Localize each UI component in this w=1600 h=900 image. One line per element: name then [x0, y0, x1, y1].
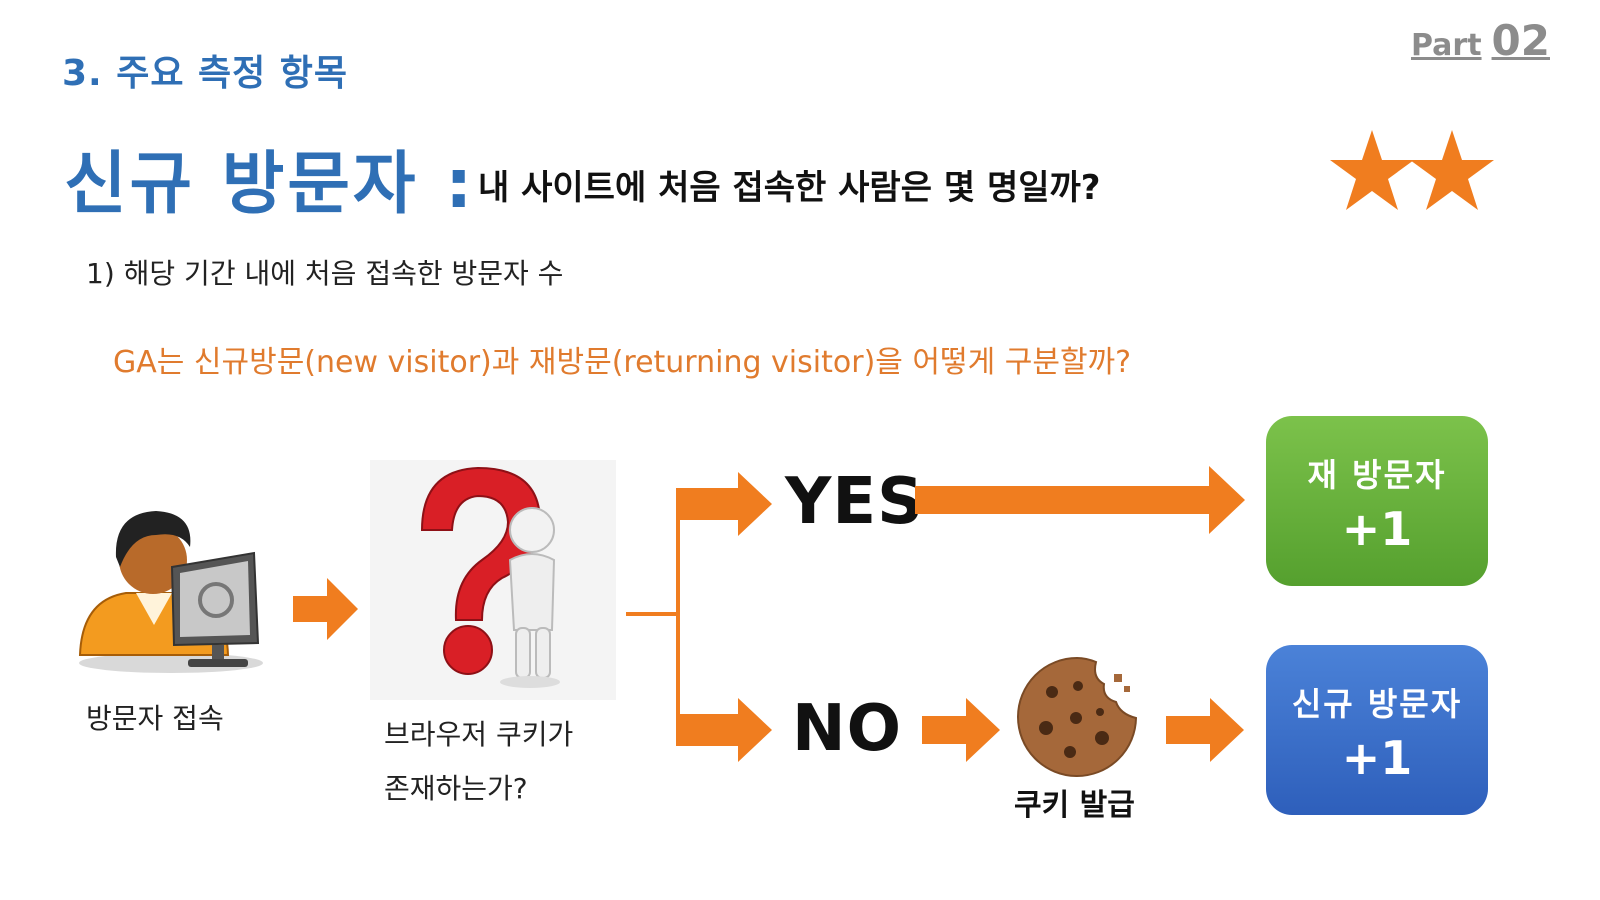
rating-stars: [1330, 130, 1494, 210]
section-label: 3. 주요 측정 항목: [62, 53, 349, 94]
cookie-question-caption: 브라우저 쿠키가 존재하는가?: [384, 708, 573, 816]
no-label: NO: [792, 692, 902, 766]
new-visitor-box: 신규 방문자 +1: [1266, 645, 1488, 815]
question-mark-figure-icon: [370, 460, 616, 700]
main-title: 신규 방문자 :: [64, 145, 476, 224]
star-icon: [1410, 130, 1494, 210]
star-icon: [1330, 130, 1414, 210]
main-subtitle: 내 사이트에 처음 접속한 사람은 몇 명일까?: [478, 168, 1101, 208]
new-visitor-count: +1: [1341, 731, 1413, 785]
arrow-yes-icon: [676, 472, 772, 536]
yes-label: YES: [785, 465, 925, 539]
question-text: GA는 신규방문(new visitor)과 재방문(returning vis…: [113, 345, 1132, 380]
arrow-no-icon: [676, 698, 772, 762]
arrow-right-icon: [922, 698, 1000, 762]
branch-connector: [626, 472, 772, 762]
arrow-right-icon: [1166, 698, 1244, 762]
cookie-question-line1: 브라우저 쿠키가: [384, 718, 574, 751]
returning-visitor-box: 재 방문자 +1: [1266, 416, 1488, 586]
visitor-computer-icon: [78, 511, 263, 673]
part-label: Part 02: [1411, 16, 1550, 65]
part-number: 02: [1491, 16, 1550, 65]
arrow-right-long-icon: [915, 466, 1245, 534]
cookie-icon: [1017, 656, 1138, 777]
new-visitor-label: 신규 방문자: [1291, 685, 1463, 723]
visitor-caption: 방문자 접속: [86, 702, 224, 735]
part-prefix: Part: [1410, 28, 1482, 63]
arrow-right-icon: [293, 578, 358, 640]
returning-visitor-count: +1: [1341, 502, 1413, 556]
returning-visitor-label: 재 방문자: [1307, 456, 1447, 494]
point-text: 1) 해당 기간 내에 처음 접속한 방문자 수: [86, 257, 564, 290]
cookie-issue-caption: 쿠키 발급: [1014, 788, 1135, 823]
cookie-question-line2: 존재하는가?: [384, 772, 528, 805]
